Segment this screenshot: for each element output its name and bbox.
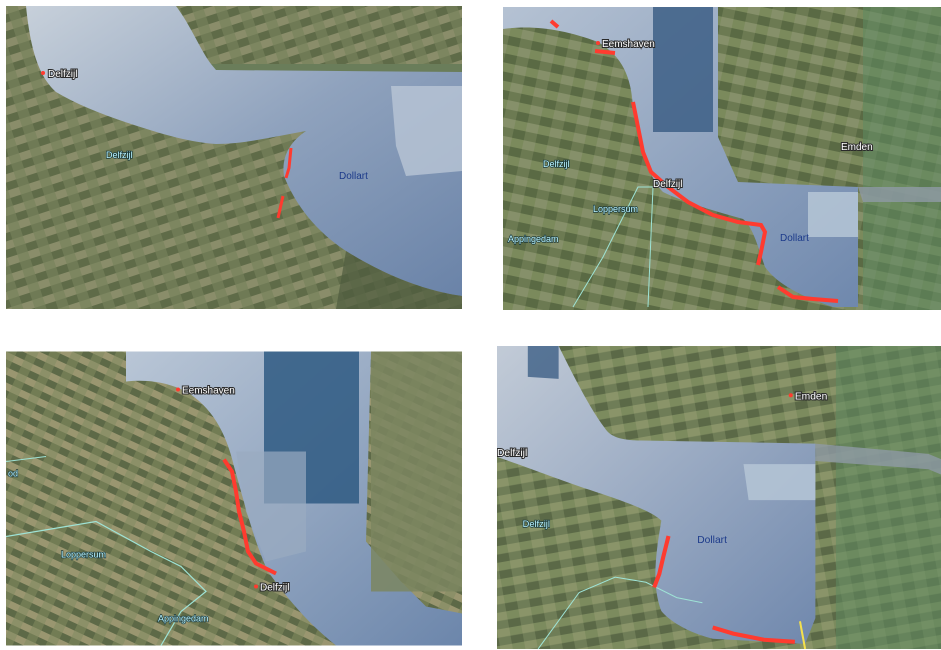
- map-panel-top-left: Delfzijl Delfzijl Dollart: [6, 6, 462, 309]
- dike-marking: [276, 195, 285, 219]
- green-pasture: [863, 7, 941, 310]
- border-line: [572, 186, 654, 308]
- deep-channel: [527, 346, 559, 379]
- dike-marking: [549, 19, 560, 29]
- municipality-label: Delfzijl: [523, 519, 550, 529]
- dike-marking: [631, 101, 768, 266]
- municipality-label: od: [8, 469, 18, 479]
- place-label-delfzijl: Delfzijl: [653, 179, 682, 190]
- river-ems: [858, 187, 941, 202]
- water-label-dollart: Dollart: [339, 171, 368, 182]
- map-panel-bottom-right: Emden Delfzijl Delfzijl Dollart: [497, 346, 941, 649]
- municipality-label: Appingedam: [158, 614, 209, 624]
- place-marker: [254, 584, 258, 589]
- place-label-eemshaven: Eemshaven: [182, 386, 235, 397]
- place-marker: [41, 71, 45, 75]
- place-marker: [596, 41, 600, 45]
- south-shore: [336, 251, 462, 309]
- place-label-eemshaven: Eemshaven: [602, 39, 655, 50]
- border-line: [537, 576, 703, 649]
- green-pasture: [835, 346, 941, 649]
- water-area: [497, 346, 816, 644]
- municipality-label: Delfzijl: [106, 150, 133, 160]
- river-ems: [815, 443, 941, 475]
- dike-marking: [776, 285, 839, 303]
- map-panel-top-right: Eemshaven Emden Delfzijl Delfzijl Apping…: [497, 7, 941, 310]
- municipality-label: Delfzijl: [543, 159, 570, 169]
- place-label-delfzijl: Delfzijl: [48, 69, 77, 80]
- tidal-flat: [808, 192, 858, 237]
- water-area: [503, 7, 858, 307]
- dike-marking: [284, 147, 293, 179]
- place-marker: [176, 387, 180, 392]
- map-panel-bottom-left: Eemshaven Delfzijl Loppersum Appingedam …: [6, 347, 462, 650]
- place-marker: [788, 393, 793, 398]
- border-line: [6, 520, 207, 646]
- dike-marking: [594, 49, 616, 55]
- dike-marking: [652, 535, 671, 589]
- municipality-label: Loppersum: [593, 204, 638, 214]
- east-fields: [371, 351, 462, 592]
- north-shore-land: [211, 64, 462, 72]
- place-label-emden: Emden: [795, 391, 828, 402]
- municipality-label: Loppersum: [61, 550, 106, 560]
- water-area: [26, 6, 462, 296]
- satellite-map: Emden Delfzijl Delfzijl Dollart: [497, 346, 941, 649]
- dike-marking: [222, 458, 277, 576]
- satellite-map: Eemshaven Delfzijl Loppersum Appingedam …: [6, 351, 462, 646]
- place-label-delfzijl: Delfzijl: [260, 583, 289, 594]
- water-label-dollart: Dollart: [780, 233, 809, 244]
- municipality-label: Appingedam: [508, 234, 559, 244]
- place-label-emden: Emden: [841, 142, 873, 153]
- satellite-map: Delfzijl Delfzijl Dollart: [6, 6, 462, 309]
- tidal-flat: [391, 86, 462, 176]
- tidal-flat: [743, 464, 816, 501]
- tidal-flat: [236, 451, 306, 562]
- satellite-map: Eemshaven Emden Delfzijl Delfzijl Apping…: [503, 7, 941, 310]
- border-line: [6, 456, 47, 462]
- deep-channel: [653, 7, 713, 132]
- place-label-delfzijl: Delfzijl: [497, 448, 527, 459]
- water-label-dollart: Dollart: [697, 535, 727, 546]
